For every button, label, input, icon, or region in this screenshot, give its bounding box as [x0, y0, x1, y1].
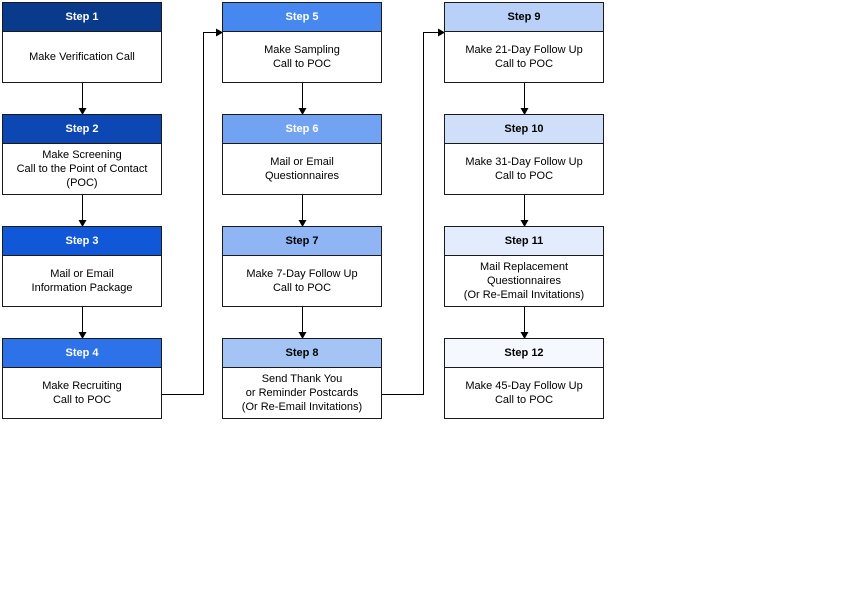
step-box-5: Step 5 Make Sampling Call to POC [222, 2, 382, 83]
step-box-10: Step 10 Make 31-Day Follow Up Call to POC [444, 114, 604, 195]
step-text-9: Make 21-Day Follow Up Call to POC [465, 44, 583, 70]
connector-arrow-11 [382, 28, 445, 395]
step-header-11: Step 11 [445, 227, 603, 256]
step-box-7: Step 7 Make 7-Day Follow Up Call to POC [222, 226, 382, 307]
step-box-1: Step 1 Make Verification Call [2, 2, 162, 83]
step-header-5: Step 5 [223, 3, 381, 32]
step-header-4: Step 4 [3, 339, 161, 368]
step-header-10: Step 10 [445, 115, 603, 144]
step-text-8: Send Thank You or Reminder Postcards (Or… [241, 373, 363, 413]
step-header-8: Step 8 [223, 339, 381, 368]
step-text-4: Make Recruiting Call to POC [42, 380, 122, 406]
step-header-1: Step 1 [3, 3, 161, 32]
step-text-12: Make 45-Day Follow Up Call to POC [465, 380, 583, 406]
step-box-8: Step 8 Send Thank You or Reminder Postcar… [222, 338, 382, 419]
step-header-9: Step 9 [445, 3, 603, 32]
step-box-6: Step 6 Mail or Email Questionnaires [222, 114, 382, 195]
step-text-1: Make Verification Call [29, 51, 135, 63]
step-box-12: Step 12 Make 45-Day Follow Up Call to POC [444, 338, 604, 419]
step-box-9: Step 9 Make 21-Day Follow Up Call to POC [444, 2, 604, 83]
step-text-6: Mail or Email Questionnaires [265, 156, 339, 182]
step-box-2: Step 2 Make Screening Call to the Point o… [2, 114, 162, 195]
step-box-3: Step 3 Mail or Email Information Package [2, 226, 162, 307]
step-box-11: Step 11 Mail Replacement Questionnaires (… [444, 226, 604, 307]
step-box-4: Step 4 Make Recruiting Call to POC [2, 338, 162, 419]
step-text-3: Mail or Email Information Package [31, 268, 133, 294]
step-text-5: Make Sampling Call to POC [264, 44, 340, 70]
step-header-3: Step 3 [3, 227, 161, 256]
step-header-2: Step 2 [3, 115, 161, 144]
connector-arrow-10 [162, 28, 223, 395]
step-text-7: Make 7-Day Follow Up Call to POC [246, 268, 358, 294]
step-header-6: Step 6 [223, 115, 381, 144]
step-header-12: Step 12 [445, 339, 603, 368]
step-text-11: Mail Replacement Questionnaires (Or Re-E… [463, 261, 585, 301]
step-text-2: Make Screening Call to the Point of Cont… [16, 149, 148, 189]
step-header-7: Step 7 [223, 227, 381, 256]
step-text-10: Make 31-Day Follow Up Call to POC [465, 156, 583, 182]
